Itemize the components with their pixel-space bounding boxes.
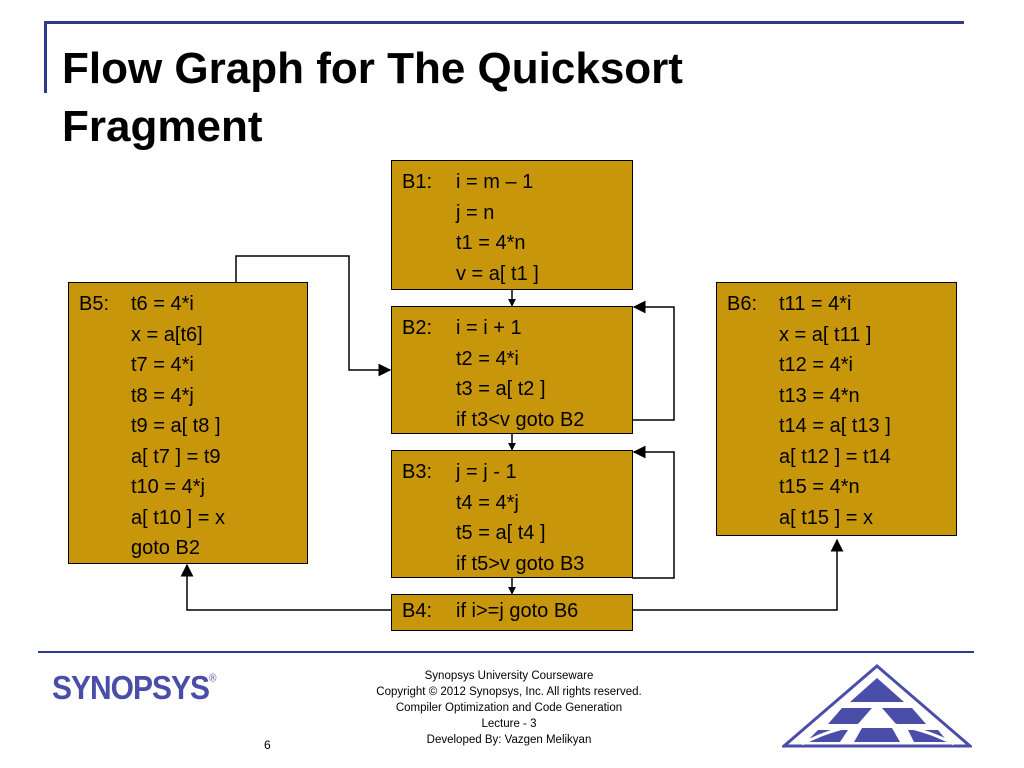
- registered-mark: ®: [209, 672, 216, 685]
- bottom-rule: [38, 651, 974, 653]
- block-b4-stmt: if i>=j goto B6: [456, 600, 579, 622]
- block-b6-stmt: t15 = 4*n: [779, 476, 860, 498]
- top-rule: [44, 21, 964, 24]
- footer-line: Compiler Optimization and Code Generatio…: [395, 702, 623, 714]
- block-b3-stmt: t4 = 4*j: [456, 491, 519, 514]
- block-b4: B4: if i>=j goto B6: [391, 594, 633, 631]
- page-number: 6: [264, 738, 271, 752]
- block-b3-stmt: if t5>v goto B3: [456, 552, 585, 575]
- logo-text: SYNOPSYS: [52, 670, 210, 707]
- block-b2-stmt: i = i + 1: [456, 317, 522, 339]
- footer-line: Synopsys University Courseware: [424, 670, 594, 682]
- block-b6-stmt: a[ t12 ] = t14: [779, 445, 891, 468]
- footer-line: Developed By: Vazgen Melikyan: [426, 734, 592, 746]
- block-b1-stmt: j = n: [456, 201, 495, 224]
- block-b5: B5: t6 = 4*i x = a[t6] t7 = 4*i t8 = 4*j…: [68, 282, 308, 564]
- edge-b4-b5: [180, 563, 391, 611]
- block-b3: B3: j = j - 1 t4 = 4*j t5 = a[ t4 ] if t…: [391, 450, 633, 578]
- footer-line: Copyright © 2012 Synopsys, Inc. All righ…: [376, 686, 642, 698]
- block-b6-stmt: t13 = 4*n: [779, 384, 860, 407]
- slide-title: Flow Graph for The Quicksort Fragment: [62, 40, 862, 156]
- block-b2-stmt: t2 = 4*i: [456, 347, 519, 370]
- footer-line: Lecture - 3: [481, 718, 537, 730]
- block-b6-stmt: a[ t15 ] = x: [779, 506, 873, 529]
- block-b2-stmt: t3 = a[ t2 ]: [456, 378, 546, 400]
- title-line-1: Flow Graph for The Quicksort: [62, 44, 683, 93]
- block-b1-stmt: v = a[ t1 ]: [456, 262, 539, 285]
- title-line-2: Fragment: [62, 102, 263, 151]
- block-b6-stmt: x = a[ t11 ]: [779, 323, 872, 346]
- block-b3-stmt: t5 = a[ t4 ]: [456, 522, 546, 544]
- edge-b2-loop: [632, 300, 675, 421]
- edge-b5-b2: [235, 255, 392, 377]
- block-b5-stmt: a[ t10 ] = x: [131, 506, 225, 529]
- block-b5-stmt: goto B2: [131, 537, 200, 559]
- block-b3-label: B3:: [402, 461, 433, 483]
- footer-credits: Synopsys University Courseware Copyright…: [330, 668, 688, 748]
- block-b2-label: B2:: [402, 317, 433, 339]
- block-b5-label: B5:: [79, 293, 110, 315]
- block-b6-stmt: t14 = a[ t13 ]: [779, 415, 891, 437]
- block-b5-stmt: t7 = 4*i: [131, 354, 194, 376]
- block-b1-stmt: i = m – 1: [456, 171, 534, 193]
- block-b5-stmt: t6 = 4*i: [131, 293, 194, 315]
- edge-b4-b6: [632, 538, 844, 611]
- block-b6-label: B6:: [727, 293, 758, 315]
- left-rule: [44, 21, 47, 93]
- block-b5-stmt: t9 = a[ t8 ]: [131, 415, 221, 437]
- block-b5-stmt: t8 = 4*j: [131, 384, 194, 407]
- block-b4-label: B4:: [402, 600, 433, 622]
- block-b1-label: B1:: [402, 171, 433, 193]
- block-b5-stmt: a[ t7 ] = t9: [131, 445, 221, 468]
- edge-b3-loop: [632, 445, 675, 579]
- synopsys-logo: SYNOPSYS®: [52, 670, 217, 707]
- block-b5-stmt: x = a[t6]: [131, 323, 203, 346]
- block-b5-stmt: t10 = 4*j: [131, 476, 205, 498]
- block-b3-stmt: j = j - 1: [456, 461, 517, 483]
- block-b6-stmt: t12 = 4*i: [779, 354, 853, 376]
- block-b1: B1: i = m – 1 j = n t1 = 4*n v = a[ t1 ]: [391, 160, 633, 290]
- block-b6-stmt: t11 = 4*i: [779, 293, 852, 315]
- block-b1-stmt: t1 = 4*n: [456, 232, 526, 254]
- block-b2-stmt: if t3<v goto B2: [456, 408, 585, 431]
- university-emblem-icon: [782, 664, 972, 748]
- block-b2: B2: i = i + 1 t2 = 4*i t3 = a[ t2 ] if t…: [391, 306, 633, 434]
- block-b6: B6: t11 = 4*i x = a[ t11 ] t12 = 4*i t13…: [716, 282, 957, 536]
